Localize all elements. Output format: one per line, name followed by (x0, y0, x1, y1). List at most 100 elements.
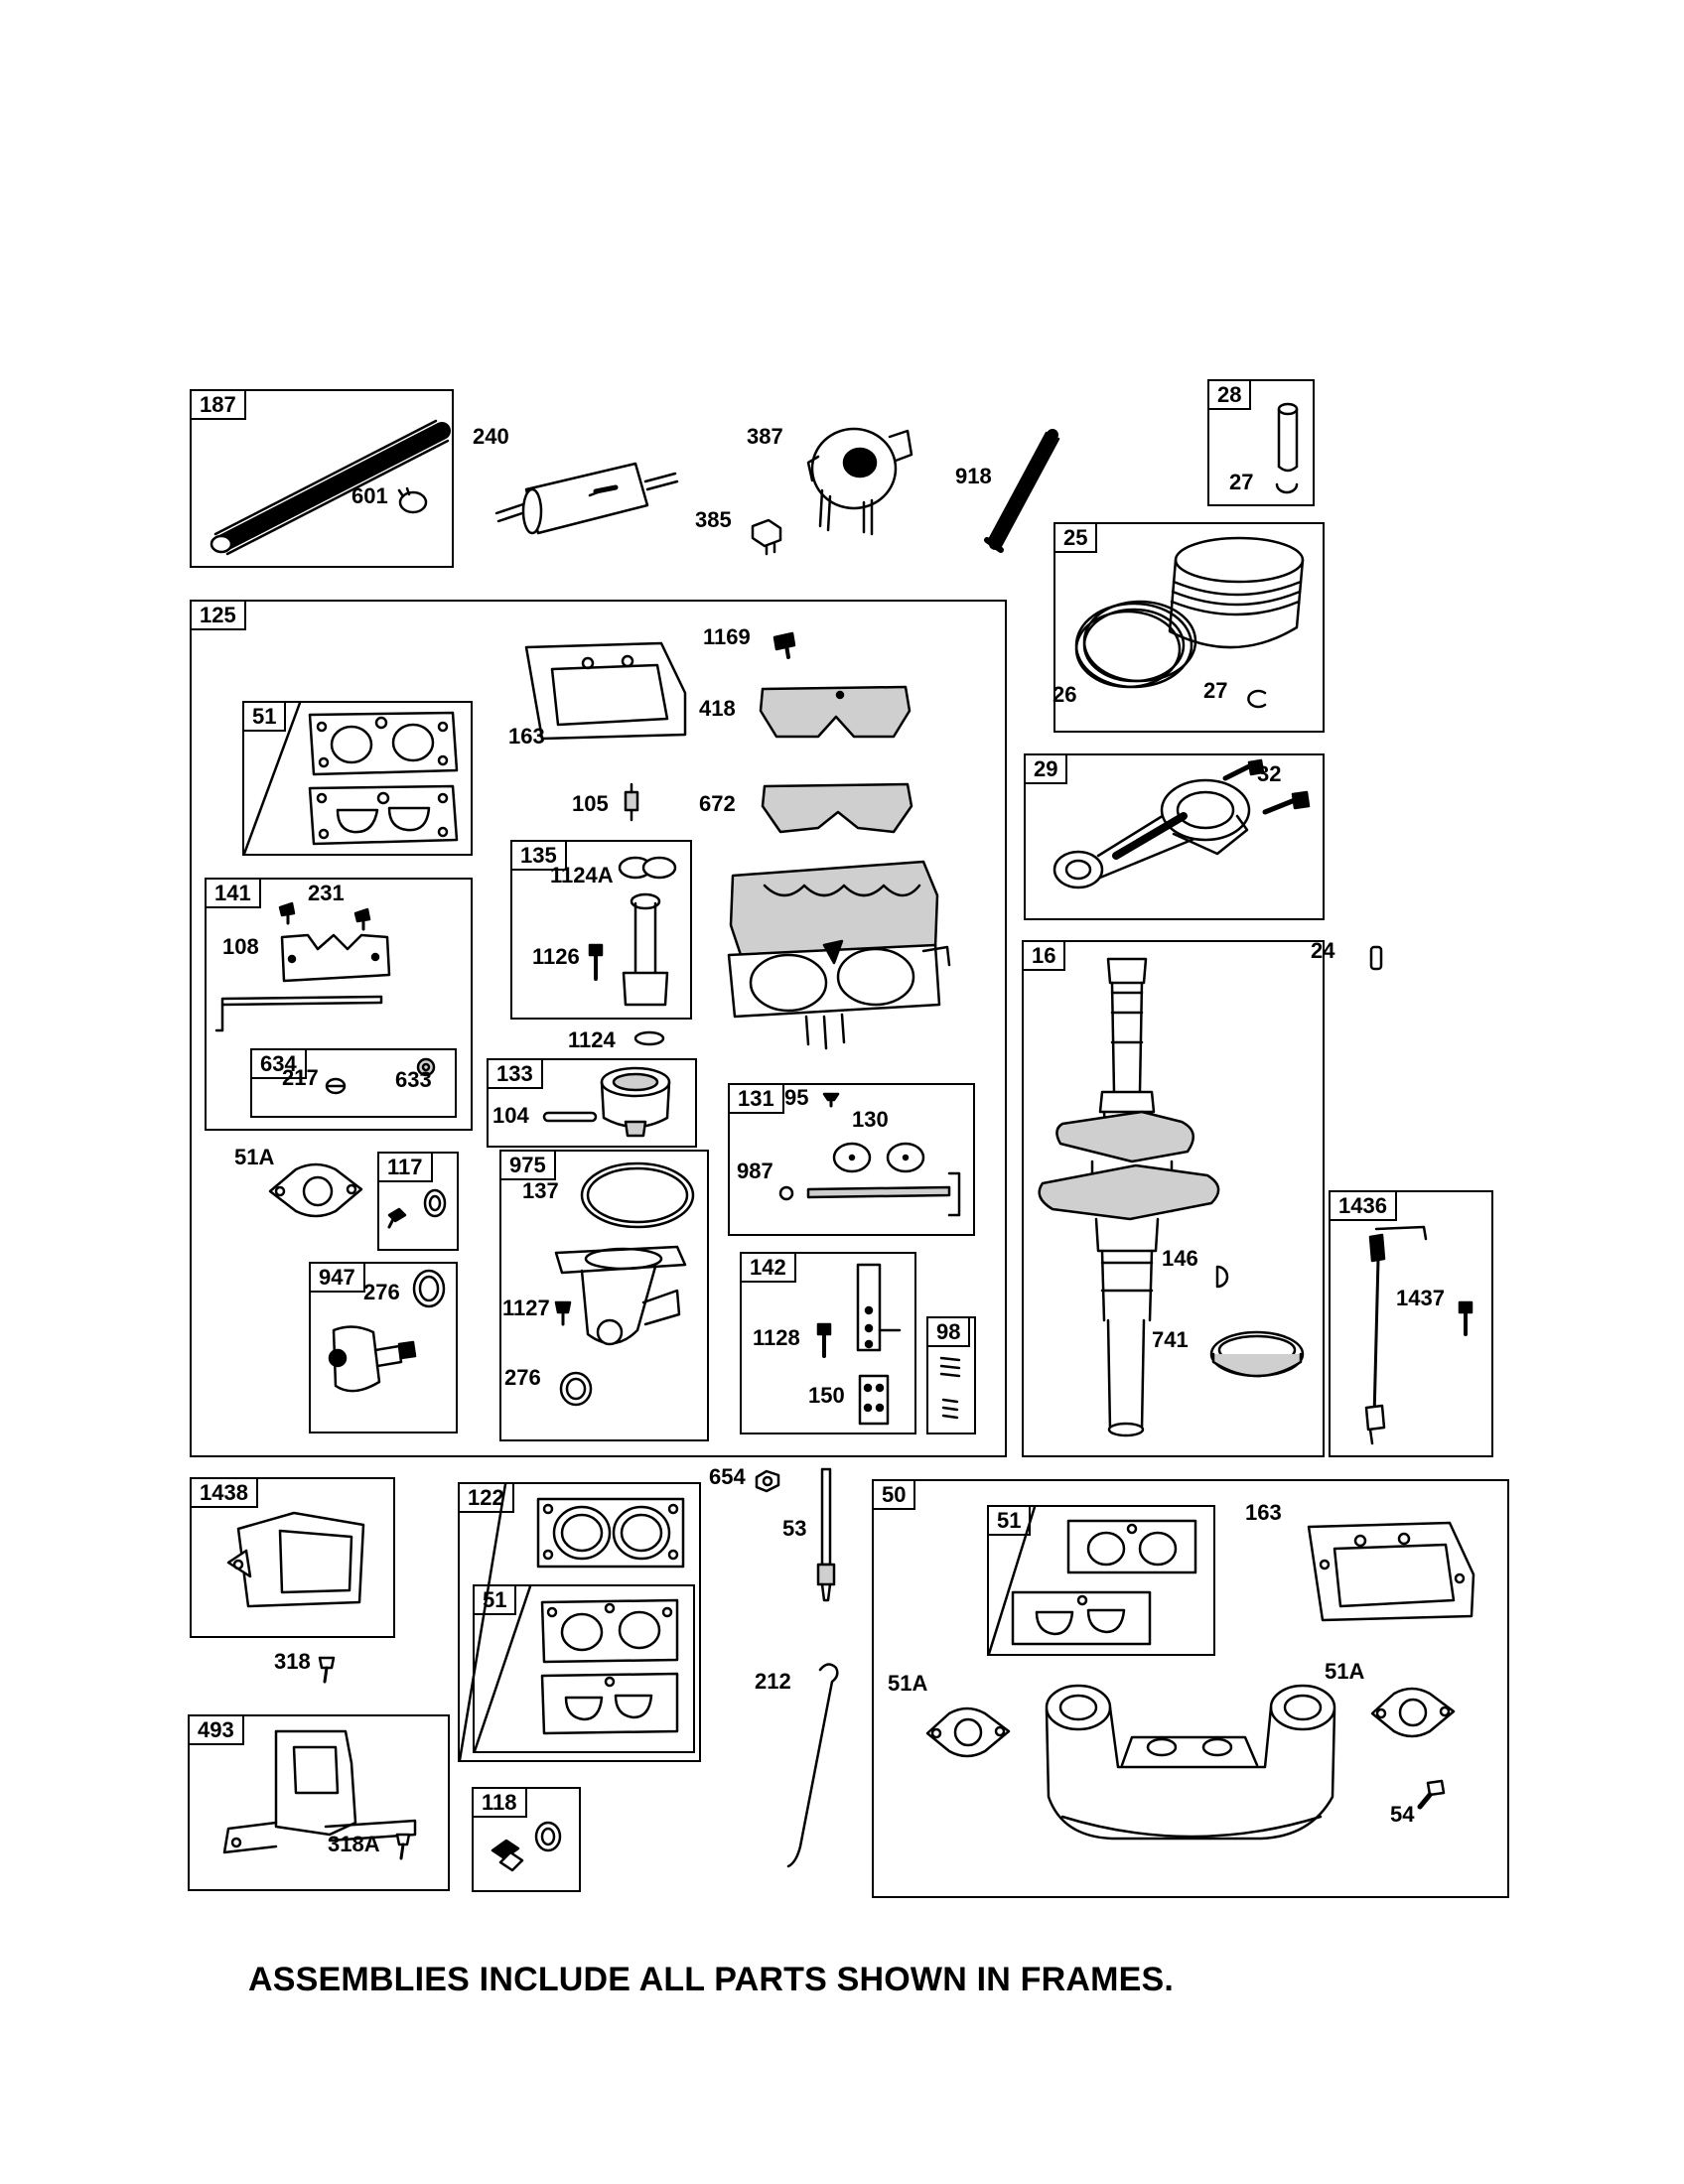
bracket-108-drawing (280, 933, 391, 983)
link-141-drawing (214, 995, 383, 1032)
frame-label: 141 (205, 878, 261, 908)
frame-117: 117 (377, 1152, 459, 1251)
frame-51-manifold-diagonal (987, 1505, 1037, 1656)
oring-276-lower-drawing (559, 1371, 593, 1407)
callout-32: 32 (1257, 761, 1282, 786)
gasket-672-drawing (761, 782, 913, 834)
screw-1127-drawing (554, 1300, 572, 1326)
callout-918: 918 (955, 464, 992, 488)
frame-label: 142 (740, 1252, 796, 1283)
callout-27-retainer: 27 (1203, 678, 1228, 703)
frame-141: 141 (205, 878, 473, 1131)
frame-label: 50 (872, 1479, 916, 1510)
frame-51-head-gaskets: 51 (473, 1584, 695, 1753)
callout-105: 105 (572, 791, 609, 816)
fuel-line-918-drawing (984, 429, 1060, 553)
frame-975: 975 (499, 1150, 709, 1441)
callout-217: 217 (282, 1065, 319, 1090)
shaft-131-drawing (778, 1171, 961, 1217)
screw-1169-drawing (772, 631, 796, 659)
needle-105-drawing (624, 782, 639, 822)
frame-label: 51 (473, 1584, 517, 1615)
frame-label: 187 (190, 389, 246, 420)
callout-1124: 1124 (568, 1027, 616, 1052)
float-1124A-drawing (618, 856, 677, 880)
callout-26: 26 (1052, 682, 1077, 707)
frame-51-head-diagonal (473, 1584, 532, 1753)
fittings-118-drawing (491, 1821, 562, 1872)
callout-601: 601 (351, 483, 388, 508)
screw-95-drawing (822, 1092, 840, 1108)
frame-label: 1438 (190, 1477, 258, 1508)
crankshaft-drawing (1038, 957, 1220, 1437)
retainer-27-drawing (1247, 689, 1267, 709)
bracket-142-drawing (856, 1263, 902, 1352)
callout-137: 137 (522, 1178, 559, 1203)
callout-51A-carb: 51A (234, 1145, 275, 1169)
frame-25: 25 (1053, 522, 1325, 733)
frame-label: 118 (472, 1787, 527, 1818)
hose-clamp-601-drawing (397, 486, 428, 514)
callout-276-upper: 276 (363, 1280, 400, 1304)
frame-label: 16 (1022, 940, 1066, 971)
screw-318-drawing (318, 1656, 336, 1684)
frame-label: 493 (188, 1714, 244, 1745)
callout-53: 53 (782, 1516, 807, 1541)
bolts-32-drawing (1222, 758, 1311, 815)
gasket-163-manifold-drawing (1307, 1521, 1475, 1622)
callout-24: 24 (1311, 938, 1335, 963)
key-24-drawing (1369, 945, 1383, 971)
callout-212: 212 (755, 1669, 791, 1694)
frame-label: 25 (1053, 522, 1098, 553)
callout-1127: 1127 (502, 1296, 550, 1320)
fuel-filter-drawing (494, 462, 679, 535)
governor-linkage-drawing (1364, 1225, 1428, 1445)
carb-gasket-upper-drawing (308, 711, 459, 776)
frame-label: 51 (242, 701, 287, 732)
frame-142: 142 (740, 1252, 916, 1434)
float-assembly-135-drawing (622, 892, 669, 1007)
carburetor-body-drawing (727, 860, 951, 1050)
gear-741-drawing (1209, 1330, 1305, 1378)
plate-150-drawing (858, 1374, 890, 1426)
frame-51-manifold-gaskets: 51 (987, 1505, 1215, 1656)
frame-28: 28 (1207, 379, 1315, 506)
frame-label: 28 (1207, 379, 1252, 410)
frame-label: 975 (499, 1150, 556, 1180)
callout-27-pin: 27 (1229, 470, 1254, 494)
frame-122-diagonal (458, 1482, 507, 1762)
oring-137-drawing (580, 1161, 695, 1229)
screw-117-drawing (387, 1207, 407, 1229)
frame-label: 133 (487, 1058, 543, 1089)
oring-117-drawing (423, 1188, 447, 1218)
callout-146: 146 (1162, 1246, 1198, 1271)
screw-1128-drawing (816, 1322, 832, 1358)
frame-118: 118 (472, 1787, 581, 1892)
frame-label: 98 (926, 1316, 971, 1347)
frame-131: 131 (728, 1083, 975, 1236)
screw-1437-drawing (1458, 1300, 1474, 1336)
gasket-51-manifold-lower-drawing (1011, 1590, 1152, 1646)
callout-987: 987 (737, 1159, 773, 1183)
frame-label: 117 (377, 1152, 433, 1182)
callout-654: 654 (709, 1464, 746, 1489)
callout-231: 231 (308, 881, 345, 905)
gasket-51A-left-drawing (925, 1706, 1011, 1758)
callout-1124A: 1124A (550, 863, 614, 887)
gasket-51-head-upper-drawing (540, 1598, 679, 1664)
exhaust-manifold-drawing (1045, 1684, 1336, 1841)
gasket-163-drawing (524, 641, 687, 741)
gasket-51A-drawing (268, 1162, 363, 1218)
callout-633: 633 (395, 1067, 432, 1092)
gasket-51A-right-drawing (1370, 1687, 1456, 1738)
plates-130-drawing (832, 1142, 925, 1173)
elbow-975-drawing (554, 1245, 687, 1346)
frame-51-carb-gaskets: 51 (242, 701, 473, 856)
pin-104-drawing (542, 1111, 598, 1123)
frame-label: 131 (728, 1083, 784, 1114)
frame-98: 98 (926, 1316, 976, 1434)
gasket-51-manifold-upper-drawing (1066, 1519, 1197, 1574)
callout-276-lower: 276 (504, 1365, 541, 1390)
callout-1126: 1126 (532, 944, 580, 969)
